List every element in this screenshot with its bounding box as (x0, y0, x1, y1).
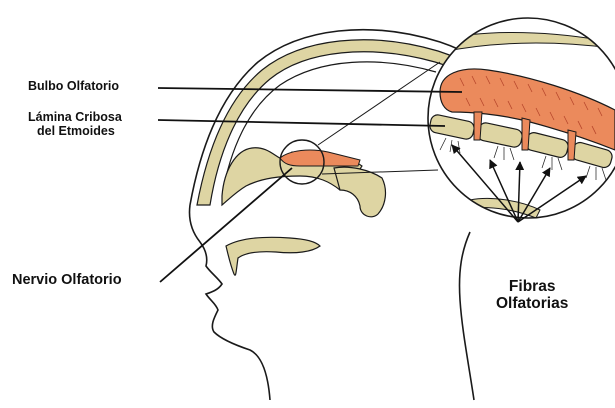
label-lamina-line2: del Etmoides (28, 124, 122, 138)
sphenoid-bone (334, 167, 385, 217)
face-profile (189, 205, 270, 400)
label-lamina-cribosa: Lámina Cribosa del Etmoides (28, 110, 122, 138)
label-nervio-olfatorio: Nervio Olfatorio (12, 272, 122, 288)
magnified-view (420, 10, 615, 230)
label-fibras-line2: Olfatorias (496, 295, 568, 312)
label-lamina-line1: Lámina Cribosa (28, 110, 122, 124)
label-bulbo-olfatorio: Bulbo Olfatorio (28, 79, 119, 93)
label-fibras-line1: Fibras (496, 278, 568, 295)
label-fibras-olfatorias: Fibras Olfatorias (496, 278, 568, 313)
magnifier-connector-top (318, 62, 440, 145)
small-olfactory-bulb (280, 150, 360, 166)
leader-bulbo (158, 88, 462, 92)
palate-bone (226, 237, 320, 275)
neck-back (459, 232, 474, 400)
leader-lamina (158, 120, 445, 126)
